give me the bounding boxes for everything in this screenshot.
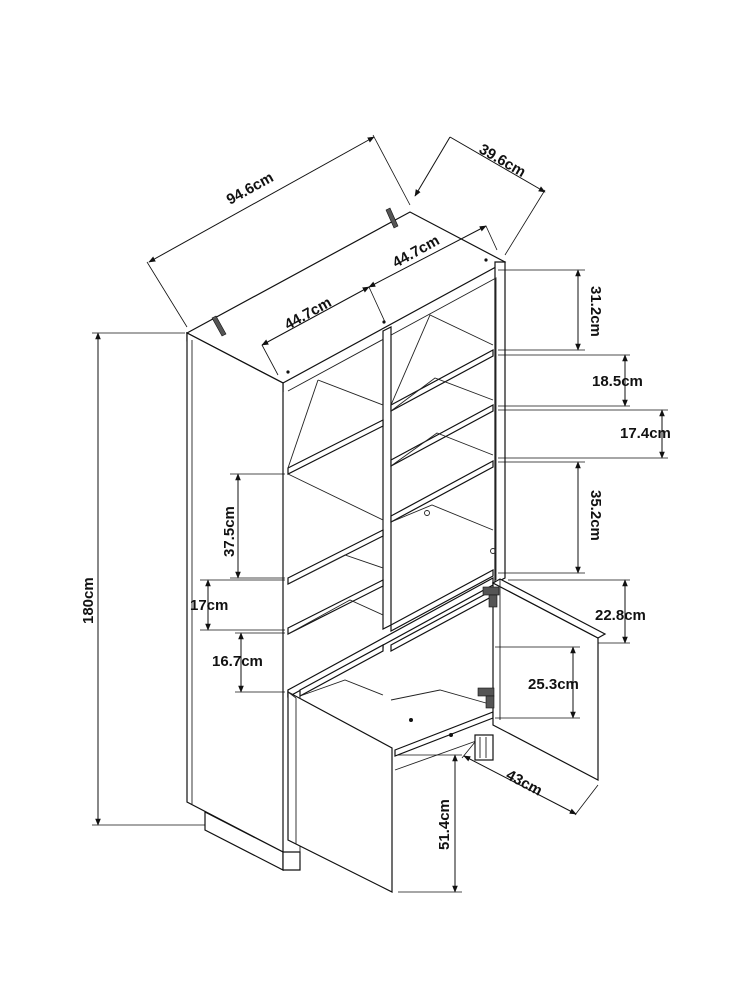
label-cabinet-shelf-gap: 25.3cm [528,676,579,693]
right-shelf-2 [390,403,494,468]
label-right-top-shelf-gap: 31.2cm [587,286,604,337]
left-shelf-1 [287,419,384,475]
lower-cabinet [299,588,494,860]
left-door [287,690,393,893]
plinth-right [474,734,494,761]
right-shelf-4 [390,568,494,633]
label-overall-height: 180cm [80,577,97,624]
plinth-front [282,851,301,871]
label-right-second-shelf-gap: 18.5cm [592,373,643,390]
hinges [477,586,500,709]
right-door [491,578,607,781]
hinge-lower [477,687,495,697]
dimension-lines [92,134,668,893]
label-right-third-shelf-gap: 17.4cm [620,425,671,442]
label-door-width: 43cm [503,767,545,800]
cabinet-inner-shelf-left [299,643,384,698]
right-side-panel [494,261,506,584]
right-shelves [287,314,496,699]
hinge-upper [482,586,500,596]
left-side-panel [186,332,284,853]
label-door-top-gap: 22.8cm [595,607,646,624]
label-cabinet-height: 51.4cm [436,799,453,850]
left-door-panel [287,690,393,893]
wall-brackets [211,207,488,374]
label-left-large-shelf-gap: 37.5cm [221,506,238,557]
label-left-base-shelf-gap: 16.7cm [212,653,263,670]
label-overall-width: 94.6cm [224,169,277,209]
label-right-open-section-height: 35.2cm [587,490,604,541]
right-shelf-3 [390,459,494,524]
label-overall-depth: 39.6cm [476,141,529,181]
center-divider [382,326,392,630]
left-shelf-2 [287,529,384,585]
label-left-small-shelf-gap: 17cm [190,597,228,614]
right-door-edge [491,578,607,639]
wall-bracket-left [211,315,227,337]
